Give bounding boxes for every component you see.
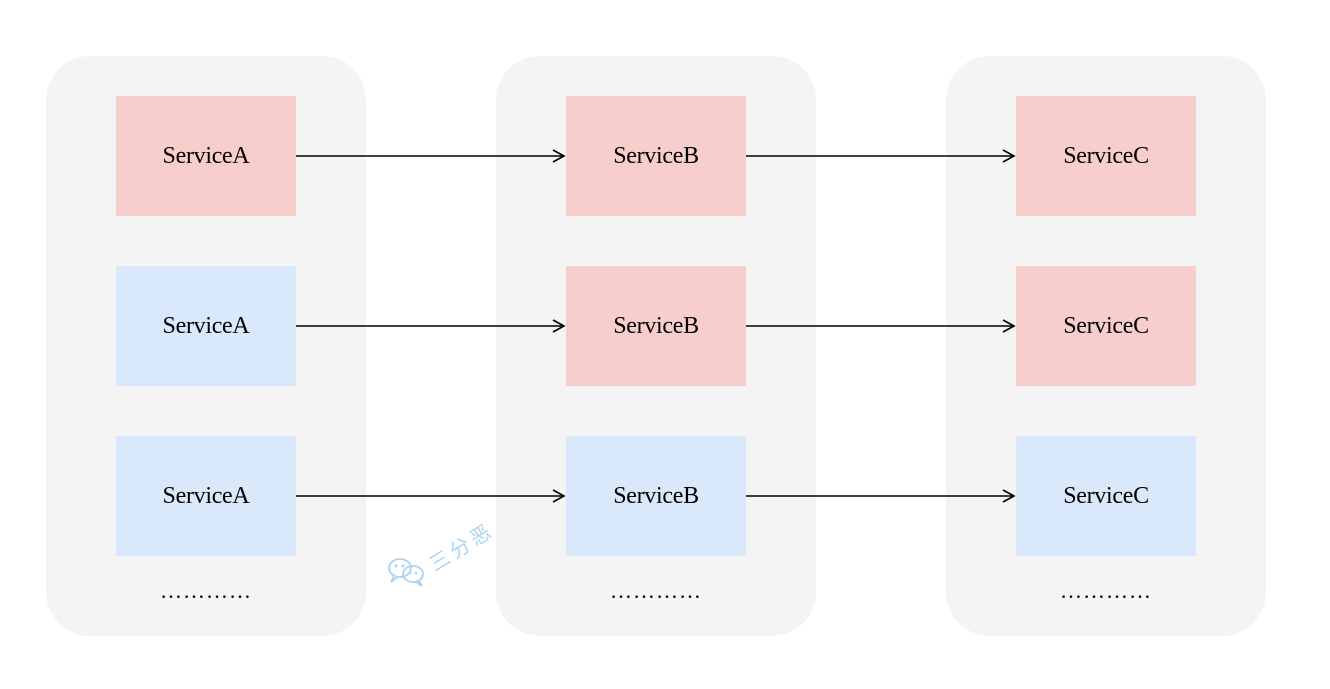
more-ellipsis: ………… bbox=[160, 578, 252, 603]
watermark-wechat-icon bbox=[388, 558, 424, 587]
service-label: ServiceA bbox=[162, 142, 250, 169]
service-a-node-1: ServiceA bbox=[116, 96, 296, 216]
service-a-node-2: ServiceA bbox=[116, 266, 296, 386]
service-label: ServiceA bbox=[162, 482, 250, 509]
service-label: ServiceB bbox=[613, 482, 699, 509]
service-label: ServiceC bbox=[1063, 482, 1149, 509]
service-b-node-1: ServiceB bbox=[566, 96, 746, 216]
service-c-node-1: ServiceC bbox=[1016, 96, 1196, 216]
more-ellipsis: ………… bbox=[1060, 578, 1152, 603]
service-label: ServiceA bbox=[162, 312, 250, 339]
service-c-node-2: ServiceC bbox=[1016, 266, 1196, 386]
service-label: ServiceB bbox=[613, 142, 699, 169]
service-label: ServiceC bbox=[1063, 312, 1149, 339]
service-a-node-3: ServiceA bbox=[116, 436, 296, 556]
more-ellipsis: ………… bbox=[610, 578, 702, 603]
service-label: ServiceB bbox=[613, 312, 699, 339]
service-label: ServiceC bbox=[1063, 142, 1149, 169]
service-b-node-3: ServiceB bbox=[566, 436, 746, 556]
service-b-node-2: ServiceB bbox=[566, 266, 746, 386]
service-c-node-3: ServiceC bbox=[1016, 436, 1196, 556]
